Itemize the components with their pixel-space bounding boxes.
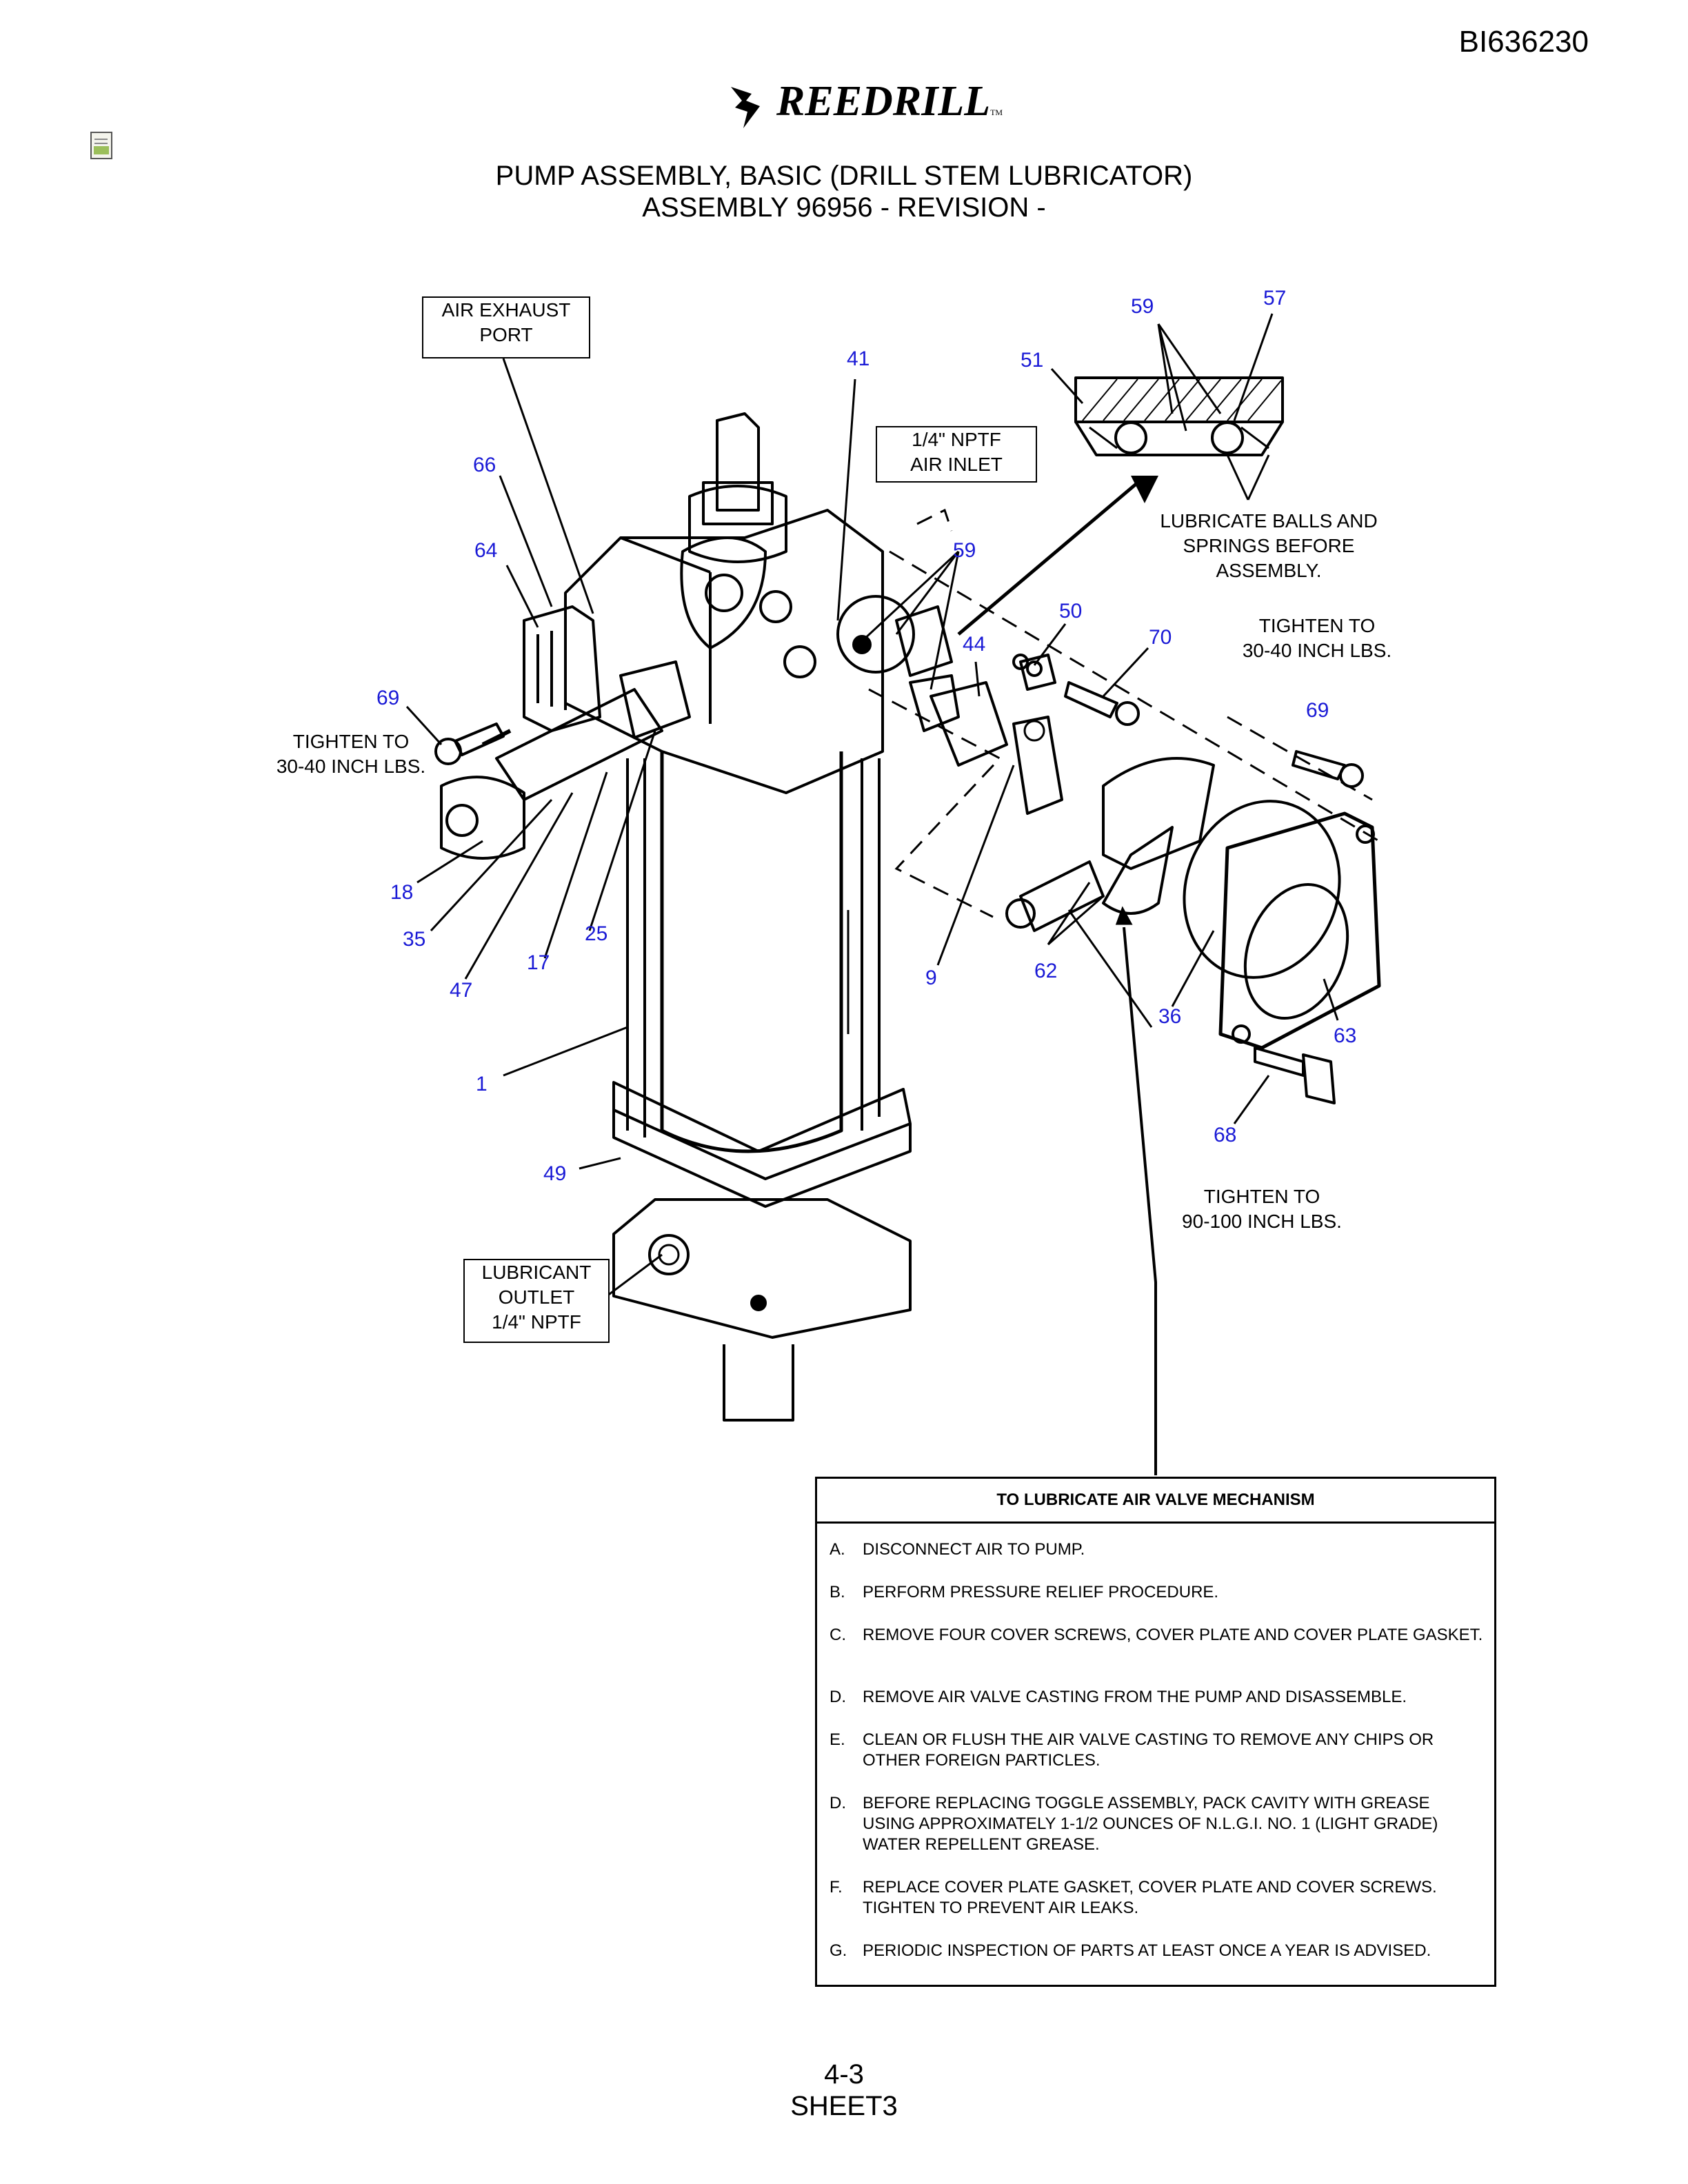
document-id: BI636230: [1458, 25, 1589, 59]
step-text: BEFORE REPLACING TOGGLE ASSEMBLY, PACK C…: [863, 1794, 1438, 1854]
tighten-cover-line2: 90-100 INCH LBS.: [1182, 1211, 1342, 1232]
callout-69-left: 69: [376, 687, 400, 709]
callout-25: 25: [585, 922, 608, 945]
reedrill-logo: REEDRILLTM: [717, 73, 1034, 135]
step-text: REMOVE AIR VALVE CASTING FROM THE PUMP A…: [863, 1688, 1407, 1706]
callout-62: 62: [1034, 960, 1058, 982]
tighten-note-left: TIGHTEN TO 30-40 INCH LBS.: [265, 729, 437, 779]
step-text: PERFORM PRESSURE RELIEF PROCEDURE.: [863, 1583, 1219, 1601]
tighten-right-line1: TIGHTEN TO: [1258, 615, 1376, 636]
lube-note-line1: LUBRICATE BALLS AND: [1160, 510, 1378, 532]
procedure-heading: TO LUBRICATE AIR VALVE MECHANISM: [817, 1479, 1494, 1524]
lube-outlet-line3: 1/4" NPTF: [492, 1311, 581, 1333]
callout-68: 68: [1214, 1124, 1237, 1146]
lube-outlet-line1: LUBRICANT: [481, 1262, 592, 1283]
lube-note-line2: SPRINGS BEFORE: [1183, 535, 1355, 556]
callout-57: 57: [1263, 287, 1287, 310]
callout-9: 9: [925, 967, 937, 989]
air-inlet-line1: 1/4" NPTF: [912, 429, 1001, 450]
step-letter: A.: [830, 1540, 845, 1559]
air-exhaust-port-label: AIR EXHAUST PORT: [422, 296, 590, 358]
step-letter: D.: [830, 1688, 846, 1706]
callout-47: 47: [450, 979, 473, 1002]
brand-tm: TM: [990, 108, 1003, 117]
document-attachment-icon[interactable]: [88, 131, 117, 160]
step-text: REPLACE COVER PLATE GASKET, COVER PLATE …: [863, 1878, 1437, 1917]
lube-note-line3: ASSEMBLY.: [1216, 560, 1322, 581]
step-text: PERIODIC INSPECTION OF PARTS AT LEAST ON…: [863, 1941, 1431, 1960]
lube-outlet-line2: OUTLET: [498, 1286, 575, 1308]
step-letter: G.: [830, 1941, 847, 1960]
lubricant-outlet-label: LUBRICANT OUTLET 1/4" NPTF: [463, 1259, 610, 1343]
tighten-note-cover: TIGHTEN TO 90-100 INCH LBS.: [1172, 1184, 1352, 1234]
tighten-cover-line1: TIGHTEN TO: [1203, 1186, 1320, 1207]
lubrication-procedure-box: TO LUBRICATE AIR VALVE MECHANISM A. DISC…: [815, 1477, 1496, 1987]
air-inlet-label: 1/4" NPTF AIR INLET: [876, 426, 1037, 483]
step-letter: F.: [830, 1878, 843, 1897]
drill-bit-logo-icon: [731, 87, 760, 128]
callout-17: 17: [527, 951, 550, 974]
callout-51: 51: [1021, 349, 1044, 372]
callout-66: 66: [473, 454, 496, 476]
air-exhaust-line1: AIR EXHAUST: [441, 299, 571, 321]
callout-41: 41: [847, 347, 870, 370]
page-number: 4-3: [824, 2059, 864, 2090]
callout-59: 59: [1131, 295, 1154, 318]
callout-49: 49: [543, 1162, 567, 1185]
step-letter: C.: [830, 1626, 846, 1644]
step-text: REMOVE FOUR COVER SCREWS, COVER PLATE AN…: [863, 1626, 1483, 1644]
callout-70: 70: [1149, 626, 1172, 649]
air-inlet-line2: AIR INLET: [910, 454, 1003, 475]
callout-50: 50: [1059, 600, 1083, 623]
callout-44: 44: [963, 633, 986, 656]
brand-name: REEDRILL: [776, 78, 991, 125]
callout-1: 1: [476, 1073, 488, 1095]
step-letter: B.: [830, 1583, 845, 1601]
callout-59-b: 59: [953, 539, 976, 562]
step-letter: D.: [830, 1794, 846, 1812]
callout-35: 35: [403, 928, 426, 951]
lubricate-balls-note: LUBRICATE BALLS AND SPRINGS BEFORE ASSEM…: [1145, 509, 1393, 583]
tighten-left-line1: TIGHTEN TO: [292, 731, 410, 752]
page-title: PUMP ASSEMBLY, BASIC (DRILL STEM LUBRICA…: [495, 161, 1193, 191]
step-text: DISCONNECT AIR TO PUMP.: [863, 1540, 1085, 1559]
tighten-left-line2: 30-40 INCH LBS.: [276, 756, 426, 777]
air-exhaust-line2: PORT: [479, 324, 533, 345]
sheet-number: SHEET3: [790, 2091, 898, 2121]
step-letter: E.: [830, 1730, 845, 1749]
step-text: CLEAN OR FLUSH THE AIR VALVE CASTING TO …: [863, 1730, 1434, 1770]
tighten-note-right: TIGHTEN TO 30-40 INCH LBS.: [1227, 614, 1407, 663]
tighten-right-line2: 30-40 INCH LBS.: [1242, 640, 1392, 661]
callout-63: 63: [1334, 1024, 1357, 1047]
page-subtitle: ASSEMBLY 96956 - REVISION -: [642, 192, 1046, 223]
callout-64: 64: [474, 539, 498, 562]
callout-18: 18: [390, 881, 414, 904]
callout-36: 36: [1158, 1005, 1182, 1028]
callout-69-right: 69: [1306, 699, 1329, 722]
